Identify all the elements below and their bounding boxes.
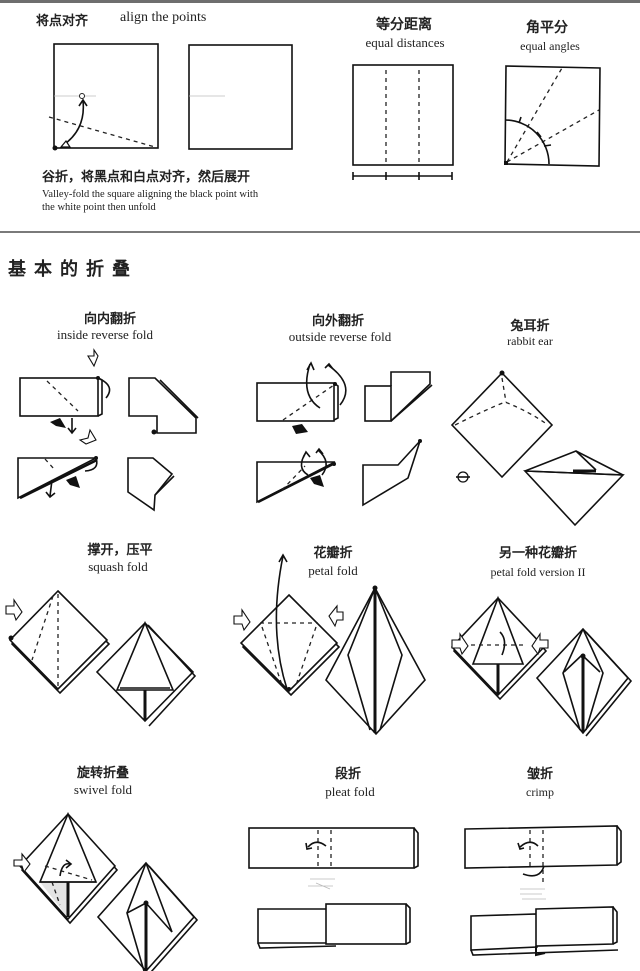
fold-label-zh-petal: 花瓣折 bbox=[313, 546, 353, 561]
fold-label-en-rabbit-ear: rabbit ear bbox=[507, 334, 553, 348]
inside-reverse-fold-diagram bbox=[17, 348, 199, 512]
fold-label-zh-rabbit-ear: 兔耳折 bbox=[510, 319, 550, 334]
equal-angles-zh: 角平分 bbox=[526, 20, 568, 36]
fold-label-zh-swivel: 旋转折叠 bbox=[76, 766, 130, 781]
section-divider bbox=[0, 231, 640, 233]
fold-label-en-petal-v2: petal fold version II bbox=[490, 565, 586, 579]
fold-label-en-outside-reverse: outside reverse fold bbox=[288, 329, 392, 344]
rabbit-ear-diagram bbox=[450, 370, 625, 527]
equal-distances-en: equal distances bbox=[365, 35, 445, 50]
petal-fold-diagram bbox=[233, 553, 426, 736]
fold-label-en-pleat: pleat fold bbox=[325, 784, 375, 799]
fold-label-zh-pleat: 段折 bbox=[334, 767, 362, 782]
align-caption-en-line2: the white point then unfold bbox=[42, 202, 156, 213]
equal-angles-en: equal angles bbox=[520, 39, 580, 53]
fold-label-en-swivel: swivel fold bbox=[73, 782, 133, 797]
align-points-diagram-1 bbox=[48, 43, 159, 151]
fold-label-en-crimp: crimp bbox=[526, 785, 554, 799]
fold-label-zh-crimp: 皱折 bbox=[526, 767, 554, 782]
fold-label-en-squash: squash fold bbox=[88, 559, 148, 574]
fold-label-en-inside-reverse: inside reverse fold bbox=[56, 327, 154, 342]
squash-fold-diagram bbox=[5, 589, 197, 727]
align-points-zh: 将点对齐 bbox=[36, 14, 89, 29]
swivel-fold-diagram bbox=[13, 811, 199, 971]
equal-distances-diagram bbox=[352, 64, 454, 180]
align-points-diagram-2 bbox=[188, 44, 293, 150]
section-title: 基本的折叠 bbox=[8, 259, 138, 280]
align-caption-zh: 谷折，将黑点和白点对齐，然后展开 bbox=[42, 170, 251, 185]
equal-distances-zh: 等分距离 bbox=[376, 17, 432, 33]
fold-label-zh-squash: 撑开，压平 bbox=[87, 543, 153, 558]
fold-label-zh-inside-reverse: 向内翻折 bbox=[83, 312, 137, 327]
equal-angles-diagram bbox=[504, 65, 601, 167]
pleat-fold-diagram bbox=[248, 827, 419, 949]
top-border bbox=[0, 0, 640, 3]
fold-label-zh-outside-reverse: 向外翻折 bbox=[311, 314, 365, 329]
petal-fold-v2-diagram bbox=[450, 595, 633, 737]
align-points-en: align the points bbox=[120, 10, 207, 25]
fold-label-zh-petal-v2: 另一种花瓣折 bbox=[498, 546, 578, 561]
crimp-diagram bbox=[464, 825, 622, 957]
fold-label-en-petal: petal fold bbox=[308, 563, 358, 578]
align-caption-en-line1: Valley-fold the square aligning the blac… bbox=[42, 189, 259, 200]
outside-reverse-fold-diagram bbox=[256, 361, 433, 507]
